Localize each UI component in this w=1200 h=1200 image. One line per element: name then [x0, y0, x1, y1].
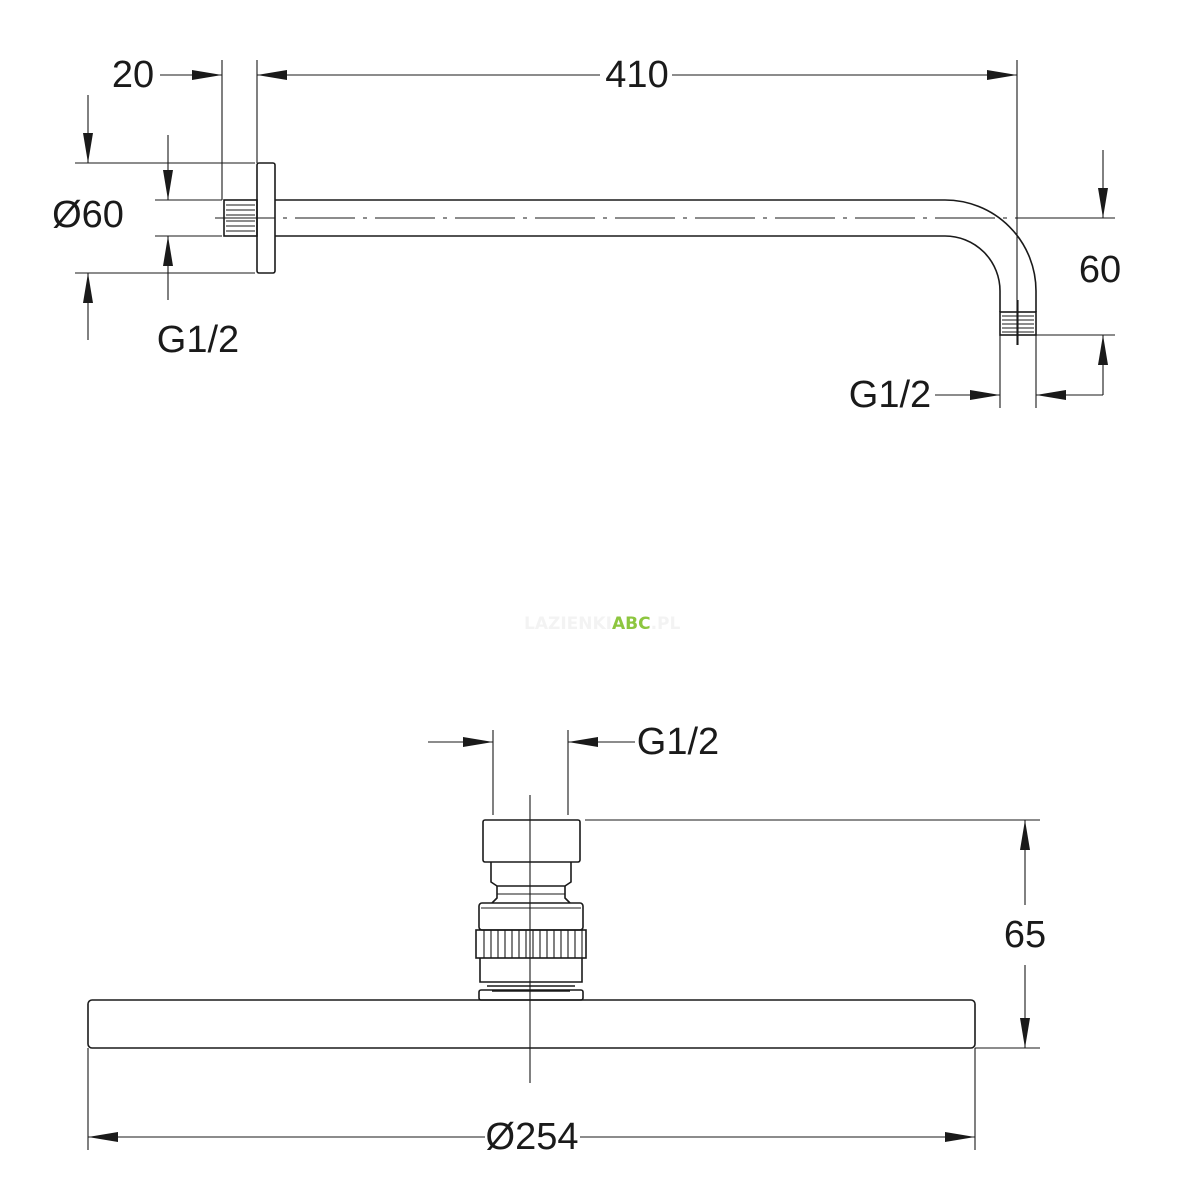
dim-label-20: 20 [112, 54, 154, 96]
dim-label-410: 410 [605, 54, 668, 96]
arm-inner-edge [275, 235, 1001, 312]
dim-label-60: 60 [1079, 249, 1121, 291]
watermark-logo: LAZIENKIABC.PL [524, 614, 680, 634]
dim-label-diameter-60: Ø60 [52, 194, 124, 236]
dimension-outlet-thread: G1/2 [849, 335, 1103, 416]
dim-label-head-g12: G1/2 [637, 721, 719, 763]
dim-label-65: 65 [1004, 914, 1046, 956]
dim-label-inlet-g12: G1/2 [157, 319, 239, 361]
dimension-head-diameter: Ø254 [87, 1048, 976, 1158]
dimension-inlet-thread: G1/2 [155, 135, 239, 361]
dimension-arm-length: 410 [325, 54, 1017, 345]
shower-head-side-view [87, 795, 976, 1083]
dimension-flange-diameter: Ø60 [52, 95, 255, 340]
shower-head-plate [87, 999, 976, 1049]
arm-outer-edge [275, 199, 1037, 312]
dimension-head-thread: G1/2 [428, 721, 719, 815]
shower-arm-side-view [215, 162, 1115, 345]
dimension-drop: 60 [1036, 150, 1121, 395]
dimension-flange-depth: 20 [112, 54, 325, 200]
dim-label-diameter-254: Ø254 [486, 1116, 579, 1158]
ball-joint-connector [475, 819, 587, 1001]
dim-label-outlet-g12: G1/2 [849, 374, 931, 416]
dimension-head-height: 65 [585, 819, 1046, 1049]
